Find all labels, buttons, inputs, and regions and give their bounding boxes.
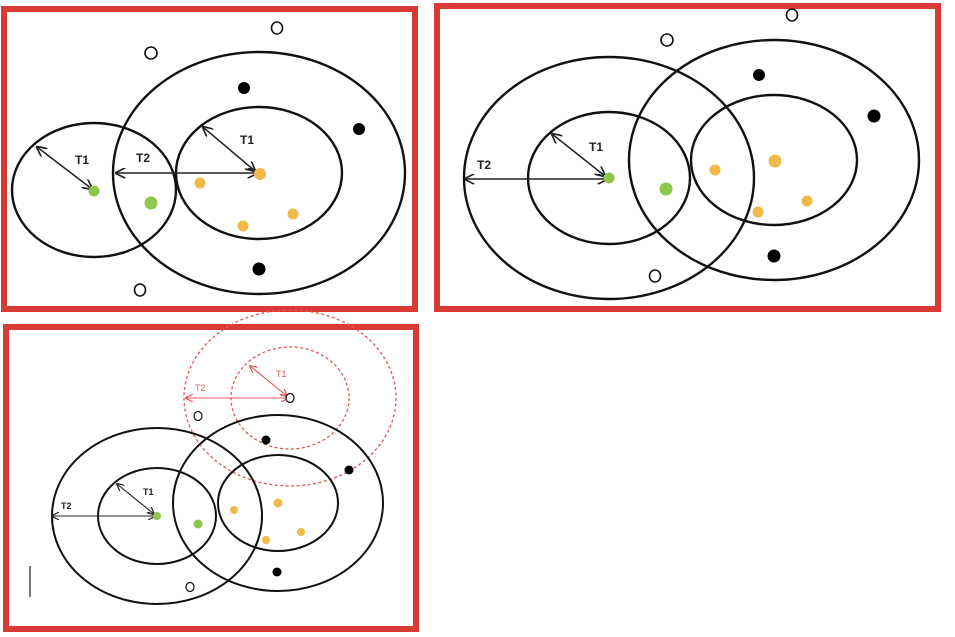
center-point [144,196,158,210]
t2-circle [111,50,407,296]
outlier-point [193,410,203,422]
panel-1-diagram: T1 T2 T1 [10,21,407,297]
outlier-point [144,46,158,60]
t1-radius-arrow [37,147,92,189]
panel-3-diagram: T2 T1 T2 T1 [29,309,397,605]
canopy-point [297,528,305,536]
outlier-point [270,21,284,35]
canopy-point [194,177,206,189]
other-point [867,109,881,123]
canopy-point [237,220,249,232]
outlier-point [660,33,674,47]
other-point [753,69,765,81]
canopy-point [752,206,764,218]
other-point [261,435,271,445]
t1-label: T1 [240,133,254,147]
canopy-point [254,168,266,180]
t2-label: T2 [136,151,150,165]
canopy-point [273,498,283,508]
t1-radius-arrow [250,366,287,396]
canopy-point [709,164,721,176]
outlier-point [285,392,295,404]
t1-radius-arrow [117,484,154,514]
outlier-point [648,269,662,283]
t1-label: T1 [589,140,603,154]
other-point [272,567,282,577]
center-point [603,172,615,184]
center-point [659,182,673,196]
other-point [353,123,365,135]
outlier-point [185,581,195,593]
other-point [767,249,781,263]
t2-label: T2 [477,158,491,172]
t2-circle [172,414,384,592]
panel-2-diagram: T2 T1 [462,8,921,301]
outlier-point [785,8,799,22]
center-point [193,519,203,529]
canopy-point [262,536,270,544]
t1-radius-arrow [203,127,255,171]
other-point [344,465,354,475]
t2-dashed-circle [183,309,397,487]
t2-circle [627,38,921,282]
canopy-point [287,208,299,220]
other-point [252,262,266,276]
outlier-point [133,283,147,297]
t2-label: T2 [195,383,206,393]
center-point [88,185,100,197]
panel-step-3 [3,324,419,632]
t1-circle [10,121,178,259]
other-point [238,82,250,94]
center-point [153,512,161,520]
t2-label: T2 [61,501,72,511]
t1-label: T1 [75,153,89,167]
t1-circle [689,93,859,227]
t1-radius-arrow [552,134,605,176]
canopy-point [230,506,238,514]
canopy-point [801,195,813,207]
t1-label: T1 [143,487,154,497]
t1-circle [217,454,339,552]
t1-label: T1 [276,369,287,379]
canopy-point [768,154,782,168]
